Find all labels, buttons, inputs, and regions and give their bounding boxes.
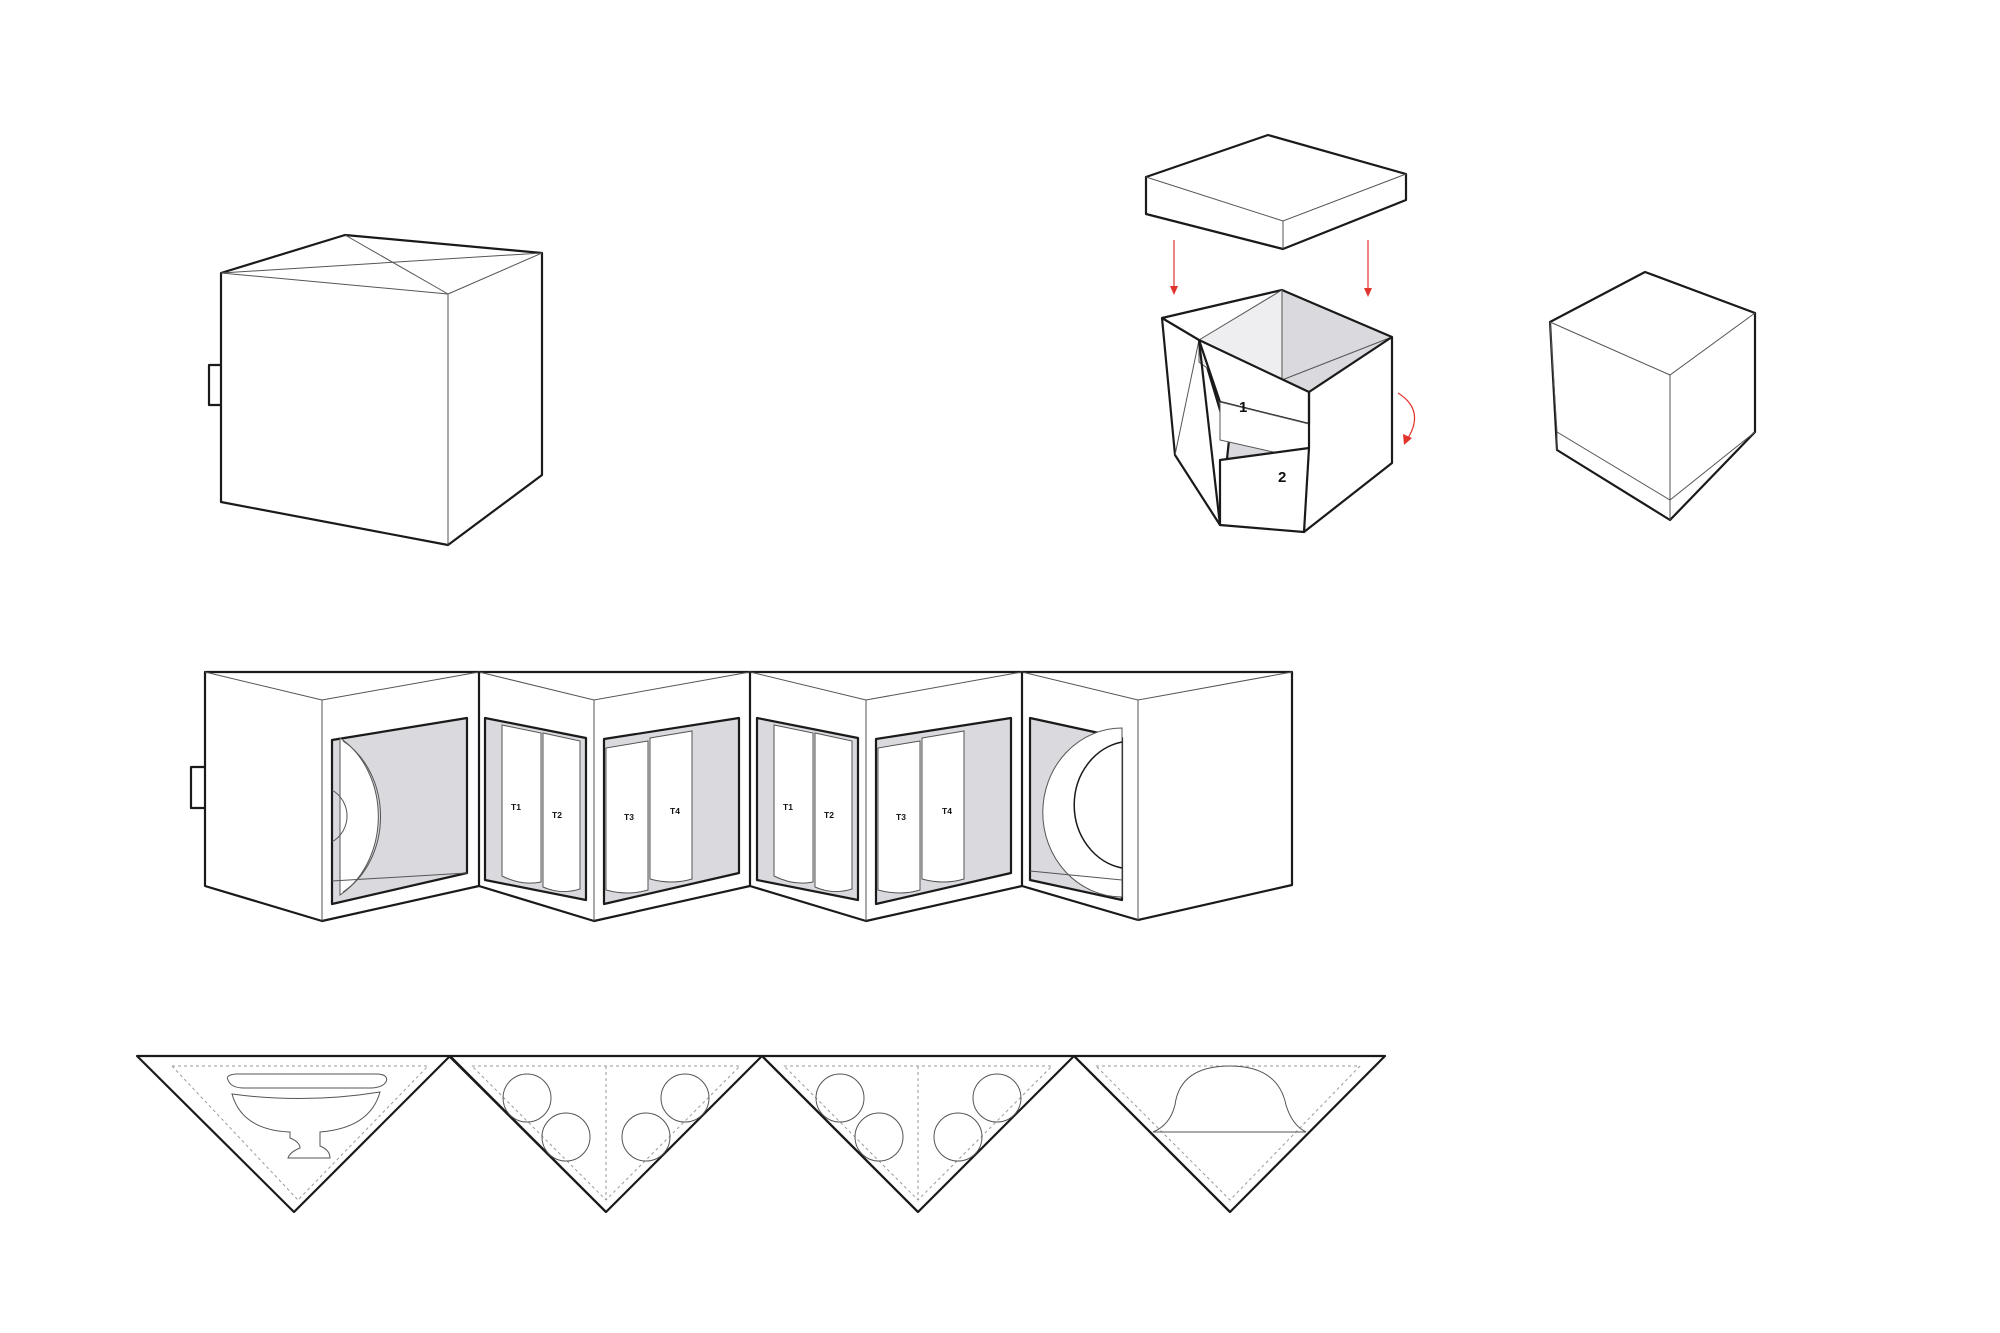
compartment-1-label: 1 [1239,399,1247,416]
tube-label-t1-b: T1 [783,802,793,812]
tube-label-t1-a: T1 [511,802,521,812]
tube-label-t3-b: T3 [896,812,906,822]
tube-label-t4-a: T4 [670,806,680,816]
lid-arrows [1170,240,1372,297]
unfolded-strip: T1 T2 T3 T4 T1 T2 T3 T4 [189,670,1294,923]
closed-box [207,233,544,547]
lid [1144,133,1408,251]
compartment-2-label: 2 [1278,469,1286,486]
assembled-box [1548,270,1757,522]
tube-label-t3-a: T3 [624,812,634,822]
insert-strip [135,1054,1387,1214]
tube-label-t2-a: T2 [552,810,562,820]
tube-label-t2-b: T2 [824,810,834,820]
tube-label-t4-b: T4 [942,806,952,816]
open-box: 1 2 [1160,288,1416,534]
